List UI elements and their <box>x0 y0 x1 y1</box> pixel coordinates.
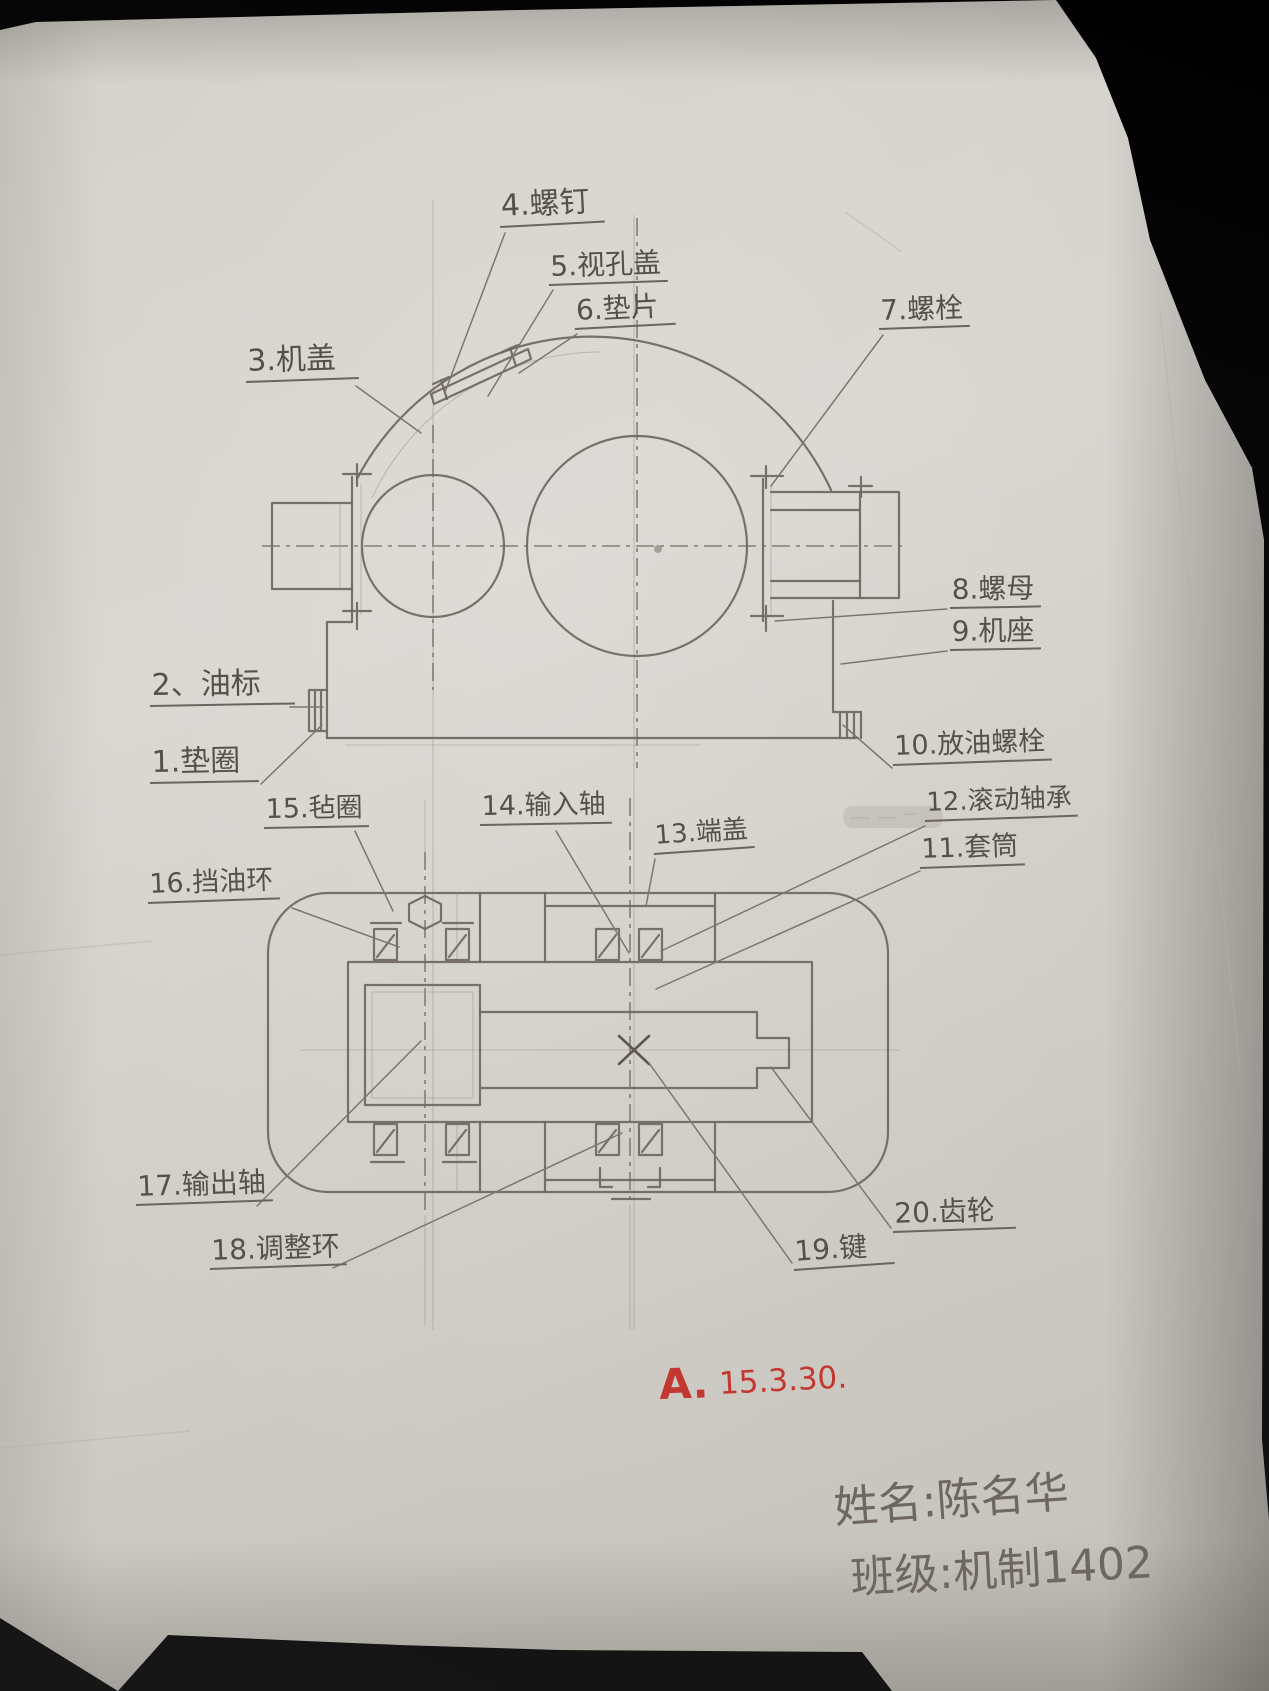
construction-lines <box>300 200 943 1330</box>
part-label-12: 12.滚动轴承 <box>923 783 1079 823</box>
part-label-11: 11.套筒 <box>918 831 1025 870</box>
part-label-2: 2、油标 <box>149 666 296 707</box>
part-label-5: 5.视孔盖 <box>547 246 668 287</box>
part-label-10: 10.放油螺栓 <box>891 726 1052 767</box>
part-label-19: 19.键 <box>791 1230 895 1272</box>
centerlines <box>262 218 908 1215</box>
part-label-17: 17.输出轴 <box>134 1165 273 1207</box>
leader-lines <box>256 232 948 1269</box>
bearing-symbols-bottom <box>372 1122 664 1157</box>
part-label-9: 9.机座 <box>949 614 1041 652</box>
part-label-16: 16.挡油环 <box>146 865 280 905</box>
part-label-14: 14.输入轴 <box>479 789 612 827</box>
part-label-18: 18.调整环 <box>208 1229 347 1271</box>
part-label-15: 15.毡圈 <box>263 792 369 830</box>
paper-creases <box>0 211 1241 1449</box>
bearing-symbols-top <box>372 927 664 962</box>
part-label-8: 8.螺母 <box>949 572 1041 610</box>
grade-date: 15.3.30. <box>718 1359 849 1402</box>
part-label-4: 4.螺钉 <box>498 184 605 228</box>
front-view <box>270 335 901 740</box>
part-label-3: 3.机盖 <box>244 341 359 383</box>
grade-mark: A. <box>658 1358 710 1409</box>
part-label-6: 6.垫片 <box>573 290 676 331</box>
part-label-20: 20.齿轮 <box>891 1193 1016 1234</box>
section-view <box>266 891 890 1201</box>
part-label-7: 7.螺栓 <box>877 291 970 331</box>
part-label-1: 1.垫圈 <box>149 743 259 784</box>
